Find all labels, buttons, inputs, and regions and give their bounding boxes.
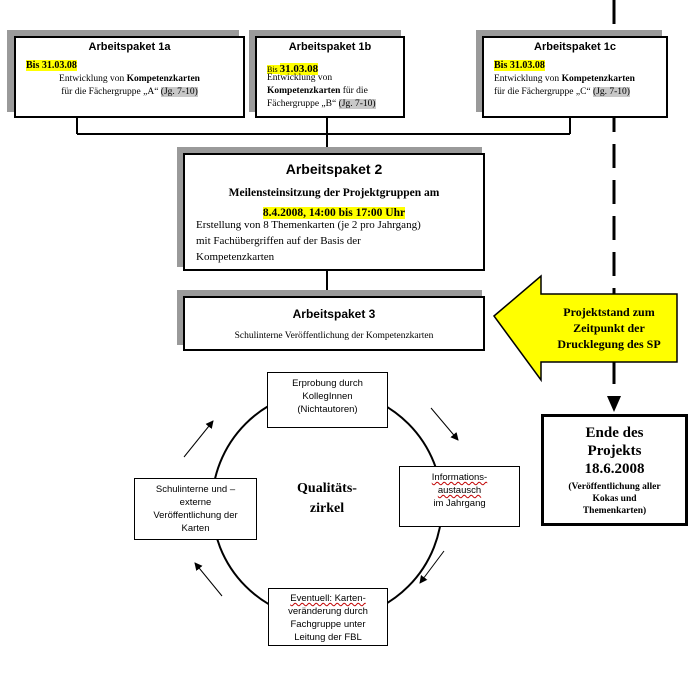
ap2-line2-wrap: 8.4.2008, 14:00 bis 17:00 Uhr [185,203,483,221]
cycle-bottom-line2: veränderung durch [288,606,368,617]
ap3-line1: Schulinterne Veröffentlichung der Kompet… [234,331,434,341]
ap2-line3: Erstellung von 8 Themenkarten (je 2 pro … [196,219,421,231]
ende-line2: Projekts [587,443,642,459]
ap1b-box: Arbeitspaket 1b Bis 31.03.08 Entwicklung… [255,36,405,118]
ap1b-line2-bold: Kompetenzkarten [267,86,341,96]
cycle-top-line3: (Nichtautoren) [297,404,358,415]
ap2-box: Arbeitspaket 2 Meilensteinsitzung der Pr… [183,153,485,271]
cycle-right-line1: Informations- [400,472,519,483]
ap3-title: Arbeitspaket 3 [292,307,376,321]
ap1a-line1-pre: Entwicklung von [59,74,127,84]
cycle-left-line2: externe [179,497,212,508]
ap1c-line1: Entwicklung von Kompetenzkarten [494,74,635,84]
ende-line5: Kokas und [592,494,637,504]
ap2-line4: mit Fachübergriffen auf der Basis der [196,235,361,247]
cycle-bottom-line1: Eventuell: Karten- [269,593,387,604]
cycle-left-line1: Schulinterne und – [155,484,236,495]
cycle-left-line3: Veröffentlichung der [153,510,238,521]
cycle-right-word2: austausch [437,485,482,496]
cycle-arrow-top-left [183,420,214,458]
cycle-center-line1: Qualitäts- [297,481,357,496]
ap1b-date: 31.03.08 [279,63,319,75]
cycle-step-testing: Erprobung durch KollegInnen (Nichtautore… [267,372,388,428]
ap1b-line2: Kompetenzkarten für die [267,86,368,96]
ap1b-line3-pre: Fächergruppe „B“ [267,99,339,109]
ap1a-line1: Entwicklung von Kompetenzkarten [16,74,243,84]
cycle-bottom-line4: Leitung der FBL [294,632,362,643]
ende-date: 18.6.2008 [584,461,645,477]
timeline-arrowhead [607,396,621,412]
ap1b-grade-range: (Jg. 7-10) [338,99,376,109]
cycle-right-line3: im Jahrgang [433,498,486,509]
ap3-box: Arbeitspaket 3 Schulinterne Veröffentlic… [183,296,485,351]
ap1c-title: Arbeitspaket 1c [534,41,616,53]
ap1b-date-line: Bis 31.03.08 [267,59,319,77]
ap1c-date: Bis 31.03.08 [494,60,545,71]
cycle-right-word1: Informations- [431,472,488,483]
cycle-arrow-bottom-right [419,550,445,584]
ap1a-line1-bold: Kompetenzkarten [126,74,200,84]
ap1a-title: Arbeitspaket 1a [88,41,171,53]
cycle-bottom-word1: Eventuell: Karten- [290,593,366,604]
cycle-arrow-top-right [430,407,459,441]
ende-line1: Ende des [585,425,644,441]
project-end-box: Ende des Projekts 18.6.2008 (Veröffentli… [541,414,688,526]
ende-line4: (Veröffentlichung aller [568,482,661,492]
cycle-step-revision: Eventuell: Karten- veränderung durch Fac… [268,588,388,646]
ap1a-grade-range: (Jg. 7-10) [160,87,198,97]
cycle-step-publication: Schulinterne und – externe Veröffentlich… [134,478,257,540]
ap1a-date: Bis 31.03.08 [26,60,77,71]
ap1a-box: Arbeitspaket 1a Bis 31.03.08 Entwicklung… [14,36,245,118]
cycle-step-exchange: Informations- austausch im Jahrgang [399,466,520,527]
cycle-bottom-line3: Fachgruppe unter [290,619,366,630]
callout-arrow-shape [492,274,678,383]
cycle-center-line2: zirkel [309,501,345,516]
ap1c-line2-pre: für die Fächergruppe „C“ [494,87,594,97]
ap1b-date-prefix: Bis [267,65,280,74]
ap1b-title: Arbeitspaket 1b [288,41,372,53]
ende-line6: Themenkarten) [582,506,647,516]
ap1c-line1-pre: Entwicklung von [494,74,562,84]
ap2-line1: Meilensteinsitzung der Projektgruppen am [228,187,440,199]
cycle-left-line4: Karten [181,523,210,534]
ap1b-line1: Entwicklung von [267,73,333,83]
ap1c-line1-bold: Kompetenzkarten [561,74,635,84]
ap1b-line2-post: für die [340,86,368,96]
callout-line2: Zeitpunkt der [573,321,645,335]
ap1c-line2: für die Fächergruppe „C“ (Jg. 7-10) [494,87,630,97]
ap1c-box: Arbeitspaket 1c Bis 31.03.08 Entwicklung… [482,36,668,118]
callout-line3: Drucklegung des SP [557,337,661,351]
ap2-title: Arbeitspaket 2 [285,161,383,177]
ap1b-line3: Fächergruppe „B“ (Jg. 7-10) [267,99,376,109]
cycle-top-line2: KollegInnen [302,391,353,402]
ap1a-line2-pre: für die Fächergruppe „A“ [61,87,161,97]
ap1a-line2: für die Fächergruppe „A“ (Jg. 7-10) [16,87,243,97]
cycle-right-line2: austausch [400,485,519,496]
ap2-meeting-time: 8.4.2008, 14:00 bis 17:00 Uhr [262,207,406,219]
cycle-top-line1: Erprobung durch [292,378,363,389]
cycle-arrow-bottom-left [194,562,223,597]
ap2-line5: Kompetenzkarten [196,251,275,263]
callout-line1: Projektstand zum [563,305,655,319]
ap1c-grade-range: (Jg. 7-10) [593,87,630,97]
